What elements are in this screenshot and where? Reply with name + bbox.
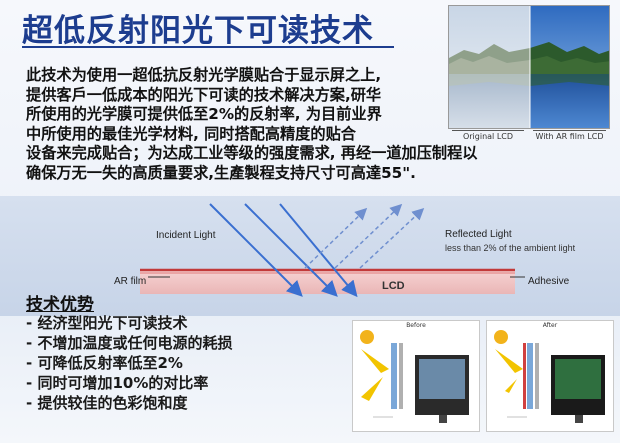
lake-photo-illustration (449, 6, 609, 128)
intro-line: 提供客戶一低成本的阳光下可读的技术解决方案,研华 (26, 85, 382, 104)
after-illustration (494, 330, 605, 423)
glass-layer (391, 343, 397, 409)
caption-divider (452, 130, 524, 131)
reflection-arrow-icon (361, 377, 383, 401)
intro-line: 中所使用的最佳光学材料, 同时搭配高精度的贴合 (26, 124, 356, 143)
lcd-layer (535, 343, 539, 409)
intro-line: 此技术为使用一超低抗反射光学膜贴合于显示屏之上, (26, 66, 382, 84)
advantages-heading: 技术优势 (26, 295, 94, 315)
after-label: After (542, 322, 558, 329)
before-illustration (360, 330, 469, 423)
intro-line: 确保万无一失的高质量要求,生產製程支持尺寸可高達55". (26, 163, 416, 182)
reflection-arrow-icon (505, 379, 517, 393)
advantage-item: - 同时可增加10%的对比率 (26, 374, 209, 392)
advantages-list: - 经济型阳光下可读技术 - 不增加温度或任何电源的耗损 - 可降低反射率低至2… (26, 313, 232, 413)
reflected-ray (359, 207, 425, 269)
monitor-stand (439, 415, 447, 423)
adhesive-label: Adhesive (528, 276, 570, 287)
reflected-light-sublabel: less than 2% of the ambient light (445, 243, 576, 253)
advantage-item: - 不增加温度或任何电源的耗损 (26, 334, 233, 352)
monitor-screen (419, 359, 465, 399)
monitor-stand (575, 415, 583, 423)
lake-comparison-photo (448, 5, 610, 129)
reflection-diagram: Incident Light Reflected Light less than… (114, 203, 576, 298)
lcd-layer (399, 343, 403, 409)
advantage-item: - 经济型阳光下可读技术 (26, 314, 188, 332)
light-arrow-icon (495, 349, 523, 373)
intro-line: 所使用的光学膜可提供低至2%的反射率, 为目前业界 (26, 105, 382, 123)
monitor-screen (555, 359, 601, 399)
page-title: 超低反射阳光下可读技术 (22, 13, 374, 49)
incident-ray (244, 203, 338, 297)
reflected-ray (334, 203, 403, 269)
light-arrow-icon (361, 349, 389, 373)
photo-caption-original: Original LCD (462, 132, 514, 141)
ar-film-layer (523, 343, 526, 409)
photo-caption-ar-film: With AR film LCD (535, 132, 604, 141)
caption-divider (533, 130, 606, 131)
diagram-background-band (0, 196, 620, 316)
ar-film-label: AR film (114, 276, 146, 287)
reflected-light-label: Reflected Light (445, 229, 512, 240)
before-diagram: Before (352, 320, 480, 432)
incident-light-label: Incident Light (156, 230, 216, 241)
incident-ray (279, 203, 358, 298)
incident-ray (209, 203, 303, 297)
advantage-item: - 提供较佳的色彩饱和度 (26, 394, 188, 412)
advantage-item: - 可降低反射率低至2% (26, 354, 183, 372)
title-underline (22, 46, 394, 48)
lcd-label: LCD (382, 280, 405, 292)
glass-layer (527, 343, 533, 409)
lcd-panel (140, 270, 515, 294)
reflected-ray (304, 207, 368, 269)
sun-icon (360, 330, 374, 344)
after-diagram: After (486, 320, 614, 432)
intro-line: 设备来完成贴合；为达成工业等级的强度需求, 再经一道加压制程以 (26, 144, 478, 162)
before-label: Before (406, 322, 426, 329)
sun-icon (494, 330, 508, 344)
intro-paragraph: 此技术为使用一超低抗反射光学膜贴合于显示屏之上, 提供客戶一低成本的阳光下可读的… (26, 66, 478, 183)
